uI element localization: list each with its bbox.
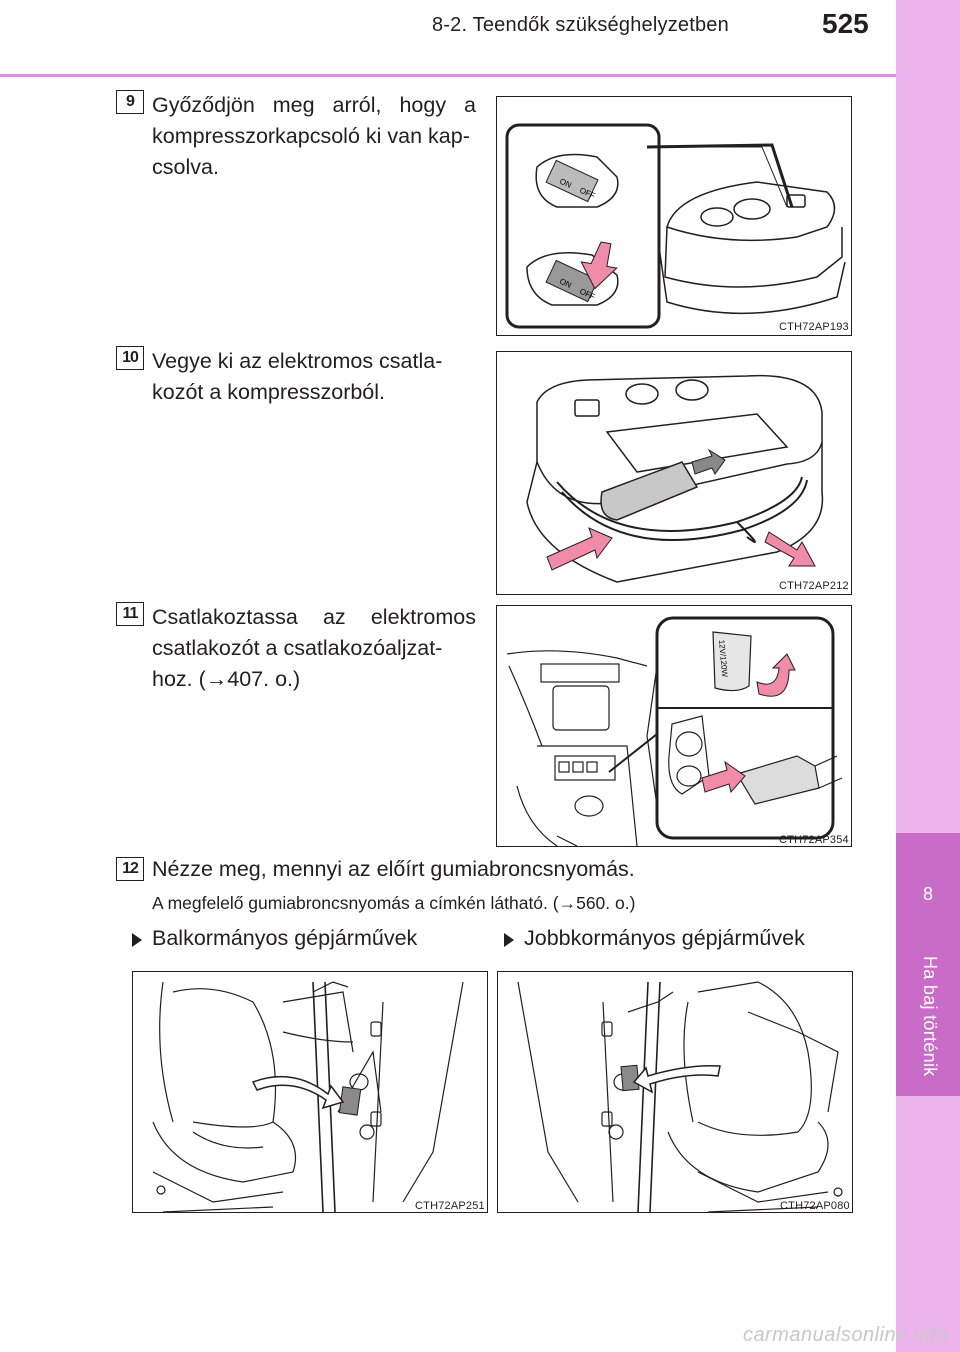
compressor-connector-illustration: CTH72AP212	[496, 351, 852, 595]
chapter-number: 8	[922, 884, 933, 904]
lhd-label: Balkormányos gépjárművek	[152, 926, 418, 950]
insert-plug-arrow-icon	[701, 760, 746, 794]
image-code: CTH72AP193	[779, 321, 849, 333]
chapter-tab-highlight	[896, 833, 960, 1096]
bullet-arrow-icon	[132, 933, 142, 947]
pointer-arrow-icon	[251, 1075, 345, 1110]
lhd-seat-drawing	[152, 981, 464, 1212]
press-arrow-icon	[580, 241, 618, 290]
tire-label-sticker	[620, 1064, 640, 1092]
step-text-9: Győződjön meg arról, hogy a kompresszork…	[152, 93, 476, 179]
rhd-seat-drawing	[517, 981, 843, 1212]
step-text-11: Csatlakoztassa az elektromos csatlakozót…	[152, 605, 476, 691]
step-number-9: 9	[116, 90, 144, 114]
image-code: CTH72AP354	[779, 834, 849, 846]
outlet-cap-label: 12V/120W	[717, 639, 729, 677]
image-code: CTH72AP212	[779, 580, 849, 592]
step-text-12: Nézze meg, mennyi az előírt gumiabroncsn…	[152, 857, 635, 881]
chapter-title: Ha baj történik	[920, 956, 940, 1077]
image-code: CTH72AP251	[415, 1200, 485, 1212]
pull-arrow-icon	[691, 448, 726, 475]
header-rule	[0, 74, 896, 77]
rhd-label-location-illustration: CTH72AP080	[497, 971, 853, 1213]
step-number-11: 11	[116, 602, 144, 626]
section-title: 8-2. Teendők szükséghelyzetben	[432, 14, 729, 36]
pointer-arrow-icon	[632, 1064, 721, 1094]
watermark: carmanualsonline.info	[742, 1324, 948, 1346]
power-outlet-illustration: 12V/120W CTH72AP354	[496, 605, 852, 847]
lift-arrow-left-icon	[546, 527, 613, 571]
lift-arrow-right-icon	[764, 531, 816, 567]
bullet-arrow-icon	[504, 933, 514, 947]
step-number-10: 10	[116, 346, 144, 370]
open-cap-arrow-icon	[756, 653, 796, 697]
power-outlet-drawing: 12V/120W	[506, 616, 843, 846]
lhd-label-location-illustration: CTH72AP251	[132, 971, 488, 1213]
step-number-12: 12	[116, 857, 144, 881]
tire-pressure-note: A megfelelő gumiabroncsnyomás a címkén l…	[152, 893, 636, 913]
page-number: 525	[822, 8, 869, 39]
compressor-connector-drawing	[526, 374, 824, 583]
chapter-side-tab	[896, 0, 960, 1352]
compressor-switch-illustration: ON OFF ON OFF CTH72AP193	[496, 96, 852, 336]
image-code: CTH72AP080	[780, 1200, 850, 1212]
compressor-switch-drawing: ON OFF ON OFF	[505, 123, 846, 329]
step-text-10: Vegye ki az elektromos csatla-kozót a ko…	[152, 349, 443, 404]
rhd-label: Jobbkormányos gépjárművek	[524, 926, 805, 950]
